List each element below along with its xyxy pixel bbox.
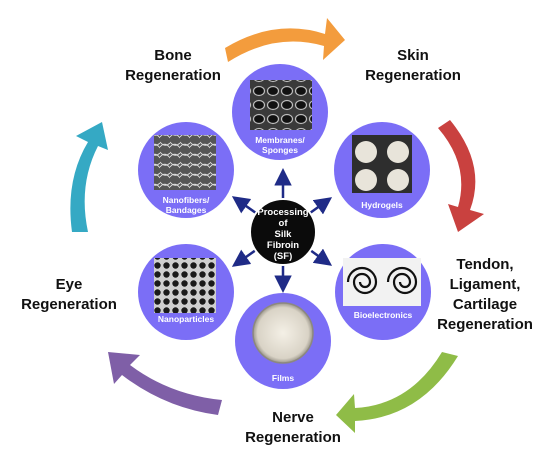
center-line-3: Silk: [275, 229, 293, 240]
node-nanofibers-bandages: Nanofibers/ Bandages: [138, 122, 234, 218]
node-bioelectronics: Bioelectronics: [335, 244, 431, 340]
bioelectronics-label: Bioelectronics: [354, 310, 413, 320]
film-image: [252, 302, 314, 364]
center-line-1: Processing: [257, 207, 308, 218]
nanoparticles-image: [154, 258, 216, 313]
hydrogels-label: Hydrogels: [361, 200, 403, 210]
sponge-image: [250, 80, 312, 130]
node-nanoparticles: Nanoparticles: [138, 244, 234, 340]
nanofibers-label-2: Bandages: [166, 205, 207, 215]
label-eye-regeneration: Eye Regeneration: [14, 275, 124, 315]
label-bone-regeneration: Bone Regeneration: [118, 46, 228, 86]
center-processing-node: Processing of Silk Fibroin (SF): [249, 198, 317, 266]
arrow-nerve-to-eye: [108, 352, 222, 415]
center-line-2: of: [279, 218, 289, 229]
nanofibers-image: [154, 135, 216, 190]
skin-line-1: Skin: [397, 47, 429, 64]
bone-line-1: Bone: [154, 47, 192, 64]
nerve-line-2: Regeneration: [245, 429, 341, 446]
tendon-line-4: Regeneration: [437, 316, 533, 333]
membranes-label-1: Membranes/: [255, 135, 305, 145]
label-tendon-regeneration: Tendon, Ligament, Cartilage Regeneration: [425, 255, 545, 335]
bone-line-2: Regeneration: [125, 67, 221, 84]
node-hydrogels: Hydrogels: [334, 122, 430, 218]
films-label: Films: [272, 373, 294, 383]
center-line-5: (SF): [274, 251, 292, 262]
bioelectronics-image: [343, 258, 421, 306]
label-nerve-regeneration: Nerve Regeneration: [238, 408, 348, 448]
skin-line-2: Regeneration: [365, 67, 461, 84]
label-skin-regeneration: Skin Regeneration: [358, 46, 468, 86]
node-membranes-sponges: Membranes/ Sponges: [232, 64, 328, 160]
nanoparticles-label: Nanoparticles: [158, 314, 214, 324]
center-line-4: Fibroin: [267, 240, 299, 251]
tendon-line-1: Tendon,: [456, 256, 514, 273]
arrow-skin-to-tendon: [438, 120, 484, 232]
membranes-label-2: Sponges: [262, 145, 298, 155]
nerve-line-1: Nerve: [272, 409, 314, 426]
nanofibers-label-1: Nanofibers/: [163, 195, 210, 205]
tendon-line-2: Ligament,: [449, 276, 521, 293]
arrow-eye-to-bone: [70, 122, 108, 232]
arrow-bone-to-skin: [225, 18, 345, 62]
arrow-tendon-to-nerve: [336, 352, 458, 433]
node-films: Films: [235, 293, 331, 389]
spoke-arrows: [231, 168, 333, 293]
eye-line-1: Eye: [55, 276, 83, 293]
eye-line-2: Regeneration: [21, 296, 117, 313]
tendon-line-3: Cartilage: [452, 296, 518, 313]
